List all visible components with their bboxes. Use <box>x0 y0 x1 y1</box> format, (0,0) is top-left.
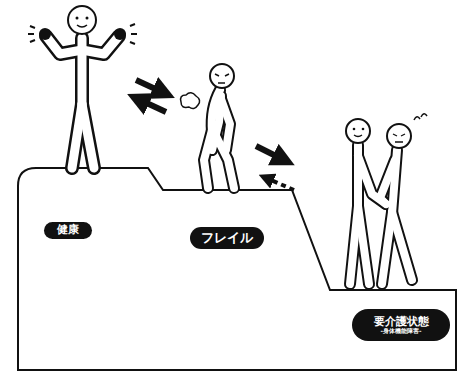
stage-name: フレイル <box>201 231 253 245</box>
breath-puff <box>181 93 200 109</box>
stage-name: 健康 <box>57 224 79 236</box>
stage-name: 要介護状態 <box>374 316 429 328</box>
stage-label: フレイル <box>190 227 264 249</box>
care-figures <box>346 114 427 284</box>
frail-figure <box>181 64 234 188</box>
transition-arrows <box>136 80 294 190</box>
healthy-figure <box>28 6 137 168</box>
stage-label: 要介護状態-身体機能障害- <box>352 309 450 341</box>
stage-label: 健康 <box>44 222 92 239</box>
stage-note: -身体機能障害- <box>381 328 422 335</box>
